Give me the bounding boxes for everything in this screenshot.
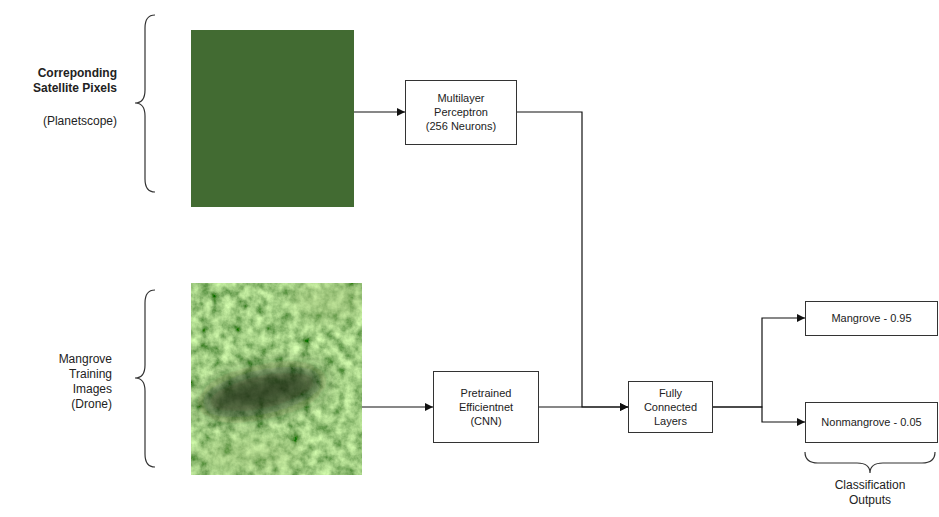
box-text: Multilayer Perceptron (256 Neurons) <box>424 91 498 133</box>
connector-arrow <box>713 318 805 407</box>
input-label: Mangrove Training Images (Drone) <box>50 352 112 412</box>
input-arrow <box>362 406 433 407</box>
label-text: Correponding Satellite Pixels <box>29 66 117 96</box>
label-text: Mangrove Training Images (Drone) <box>50 352 112 412</box>
canopy-highlight <box>290 283 362 320</box>
box-text: Pretrained Efficientnet (CNN) <box>451 386 521 428</box>
drone-image <box>191 283 362 475</box>
process-box: Multilayer Perceptron (256 Neurons) <box>405 80 517 145</box>
box-text: Fully Connected Layers <box>640 386 702 428</box>
bracket <box>135 290 155 467</box>
process-box: Fully Connected Layers <box>628 381 713 433</box>
output-label: Classification Outputs <box>805 478 935 508</box>
canopy-highlight <box>195 437 305 473</box>
box-text: Nonmangrove - 0.05 <box>821 415 921 429</box>
canopy-shadow <box>197 358 327 427</box>
process-box: Pretrained Efficientnet (CNN) <box>433 371 539 443</box>
label-text: Classification Outputs <box>820 478 920 508</box>
output-box: Nonmangrove - 0.05 <box>805 402 938 443</box>
output-box: Mangrove - 0.95 <box>805 301 938 336</box>
connector-arrow <box>539 406 628 407</box>
satellite-pixel <box>191 30 354 207</box>
bracket <box>805 452 935 473</box>
input-label: (Planetscope) <box>43 114 117 129</box>
input-arrow <box>354 111 405 112</box>
input-label: Correponding Satellite Pixels <box>29 66 117 96</box>
connector-arrow <box>517 112 628 407</box>
label-text: (Planetscope) <box>43 114 117 129</box>
box-text: Mangrove - 0.95 <box>831 311 911 325</box>
bracket <box>135 15 155 192</box>
connector-arrow <box>713 407 805 422</box>
